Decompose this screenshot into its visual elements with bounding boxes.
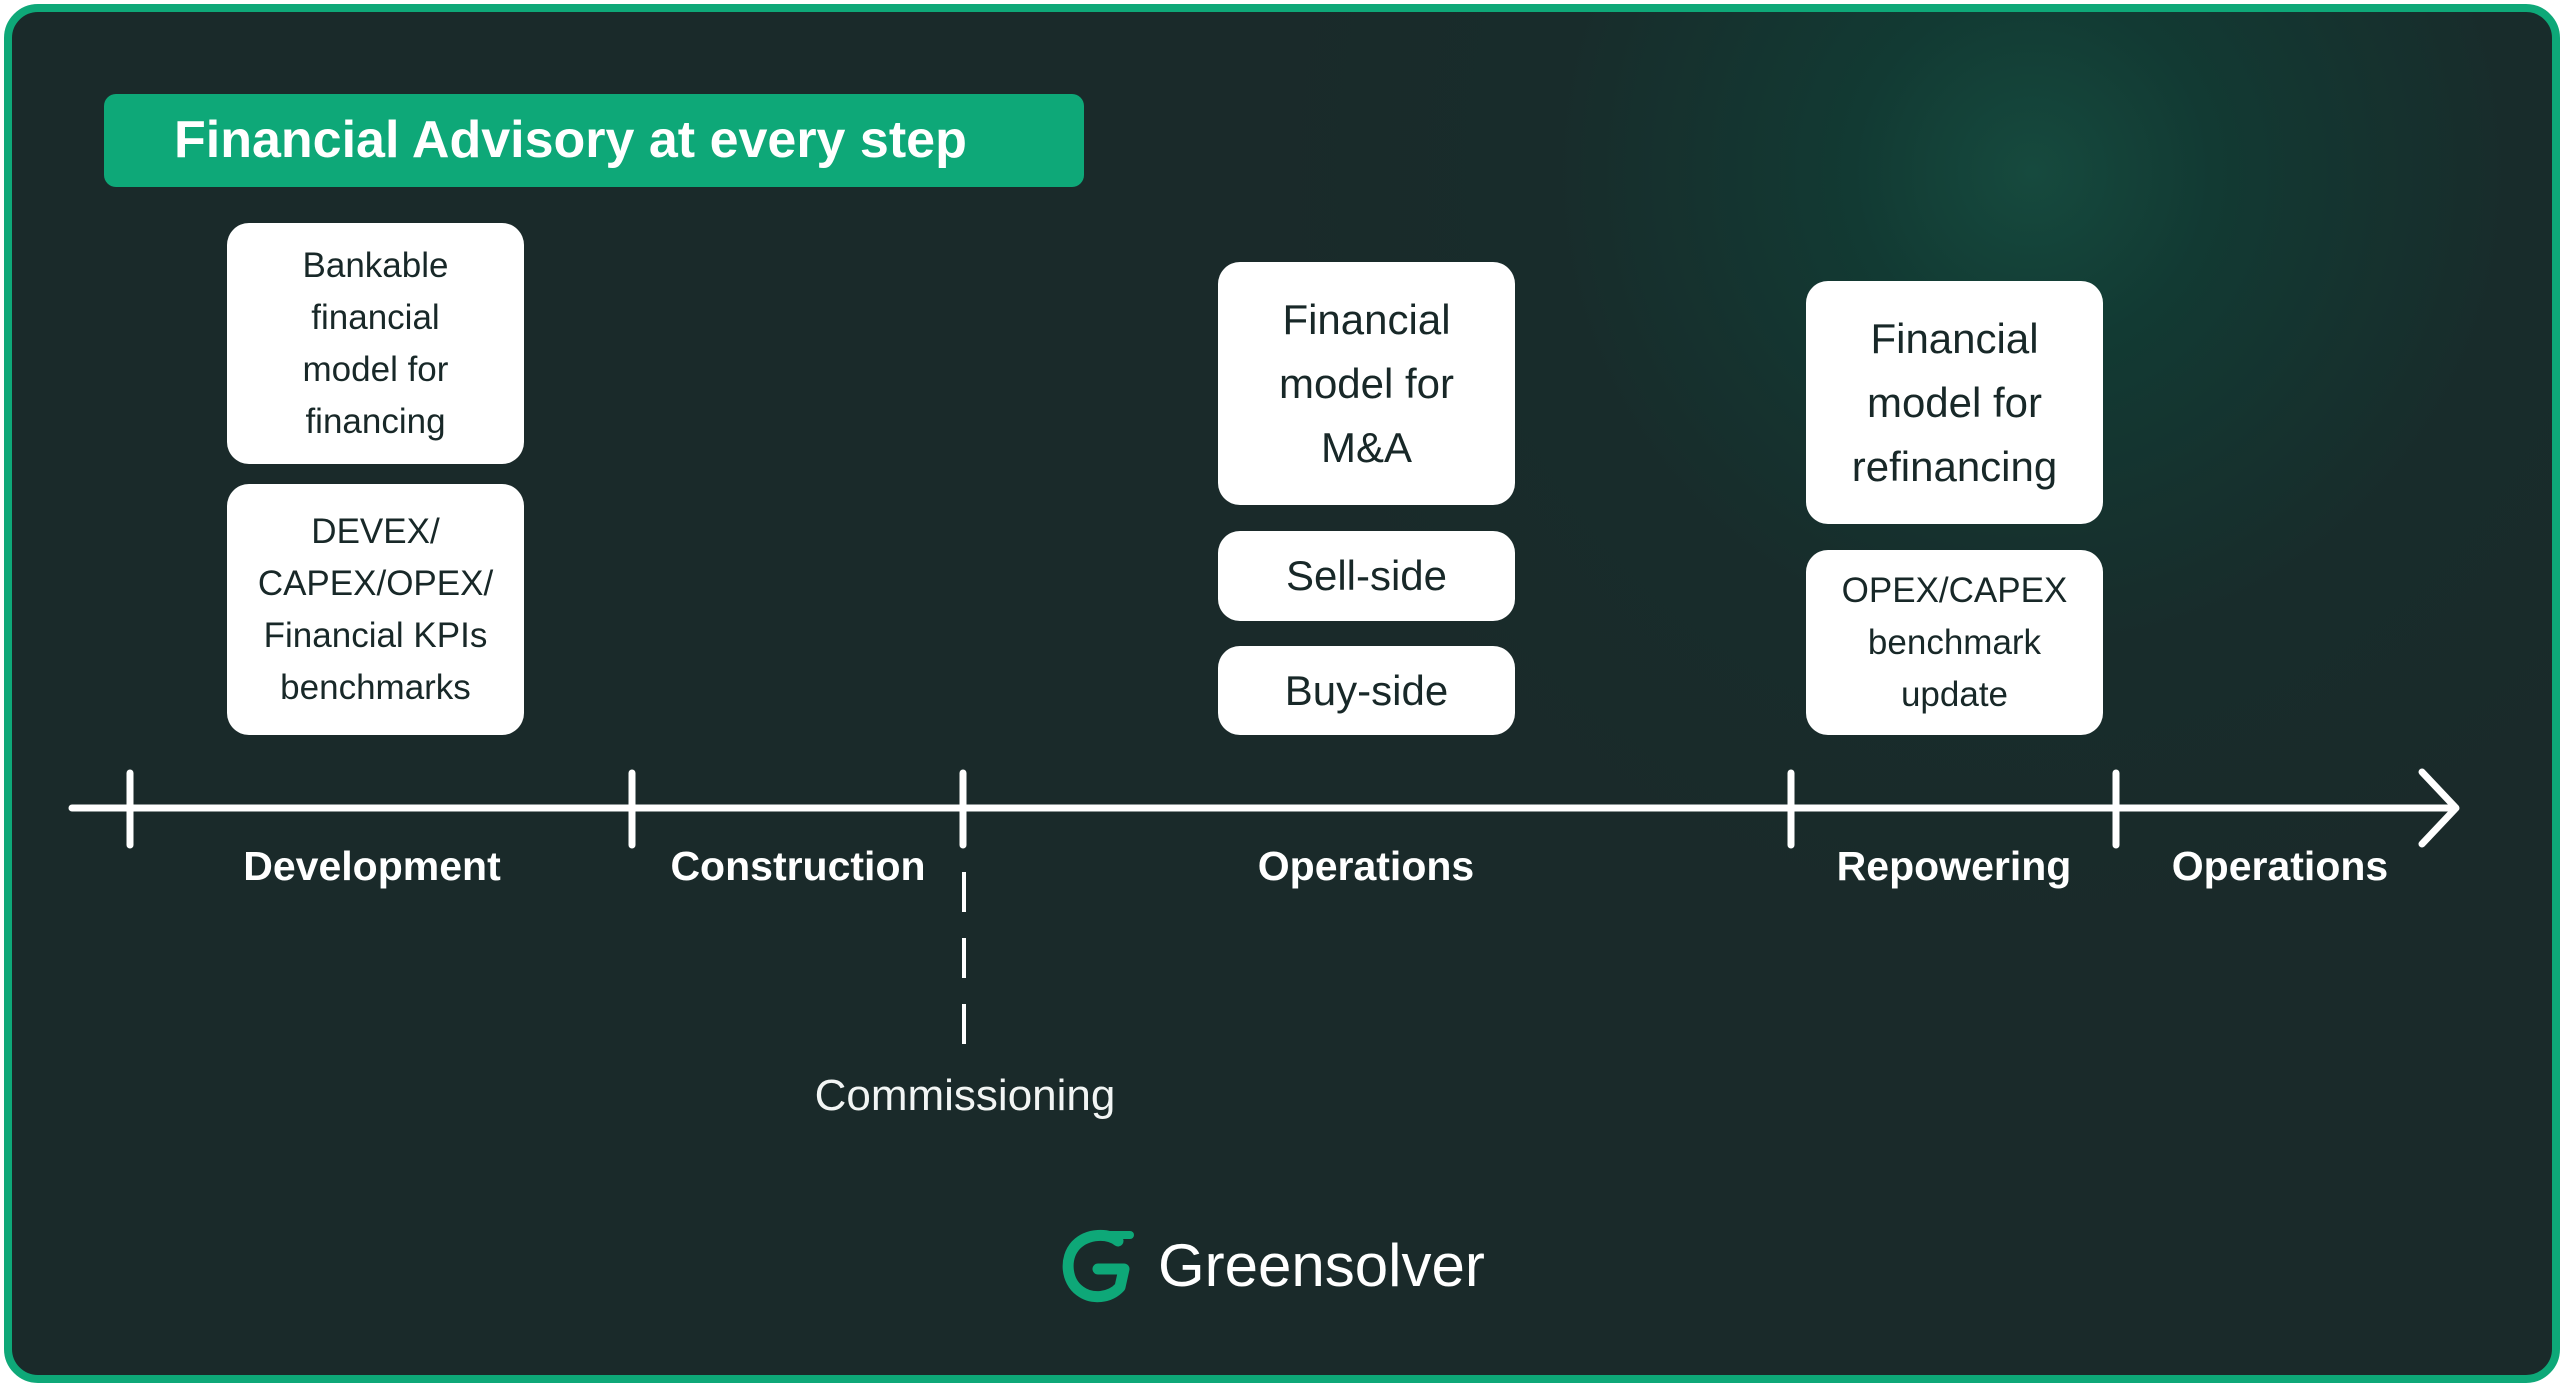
phase-repowering: Repowering [1836, 843, 2072, 889]
phase-development: Development [243, 843, 501, 889]
phase-construction: Construction [670, 843, 926, 889]
page-title: Financial Advisory at every step [104, 94, 1084, 187]
phase-operations-post-repowering: Operations [2171, 843, 2389, 889]
card-bankable-financial-model: Bankable financial model for financing [227, 223, 524, 464]
brand-name: Greensolver [1158, 1232, 1485, 1299]
greensolver-g-logo-icon [1062, 1230, 1134, 1303]
card-financial-model-ma: Financial model for M&A [1218, 262, 1515, 505]
card-buy-side: Buy-side [1218, 646, 1515, 735]
milestone-commissioning: Commissioning [814, 1071, 1116, 1120]
brand-logo: Greensolver [1058, 1226, 1485, 1306]
timeline-arrowhead [2418, 768, 2460, 848]
phase-operations: Operations [1257, 843, 1475, 889]
card-financial-model-refinancing: Financial model for refinancing [1806, 281, 2103, 524]
card-devex-capex-opex-benchmarks: DEVEX/ CAPEX/OPEX/ Financial KPIs benchm… [227, 484, 524, 735]
card-sell-side: Sell-side [1218, 531, 1515, 621]
card-opex-capex-benchmark-update: OPEX/CAPEX benchmark update [1806, 550, 2103, 735]
